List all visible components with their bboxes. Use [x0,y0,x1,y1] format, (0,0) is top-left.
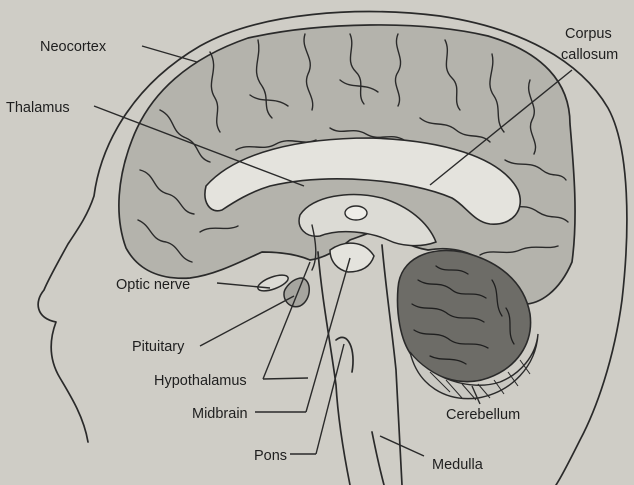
label-corpus-callosum-line2: callosum [561,47,618,63]
pituitary-shape [284,278,309,307]
label-optic-nerve: Optic nerve [116,277,190,293]
label-thalamus: Thalamus [6,100,70,116]
label-corpus-callosum-line1: Corpus [565,26,612,42]
third-ventricle [345,206,367,220]
brainstem-left [318,252,350,485]
label-midbrain: Midbrain [192,406,248,422]
label-neocortex: Neocortex [40,39,107,55]
label-pons: Pons [254,448,287,464]
medulla-shape [372,432,384,485]
label-pituitary: Pituitary [132,339,185,355]
label-hypothalamus: Hypothalamus [154,373,247,389]
midbrain-shape [330,243,374,272]
label-medulla: Medulla [432,457,484,473]
label-cerebellum: Cerebellum [446,407,520,423]
